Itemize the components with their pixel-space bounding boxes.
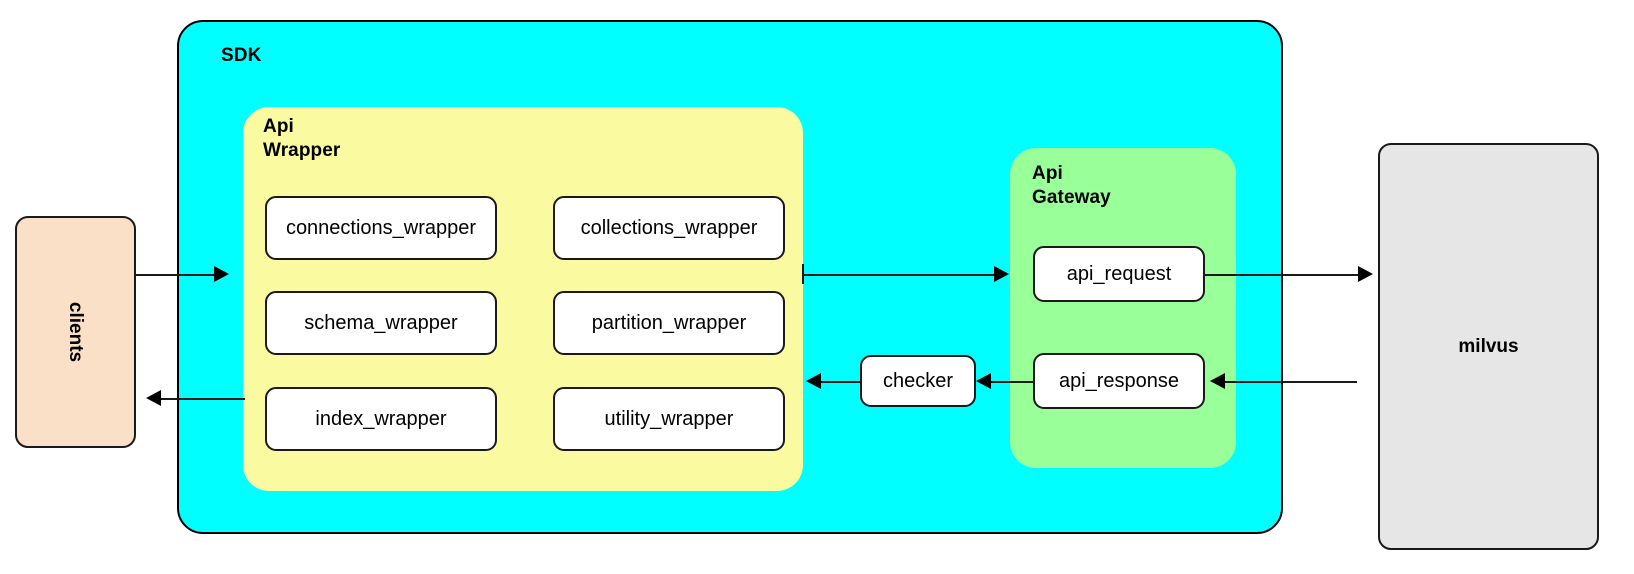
connector-milvus-to-api-response: [1225, 381, 1357, 383]
arrowhead-checker-to-api-wrapper: [806, 373, 821, 389]
node-checker-label: checker: [882, 370, 954, 392]
node-utility-wrapper-label: utility_wrapper: [604, 408, 734, 430]
connector-api-wrapper-to-api-gateway: [803, 274, 996, 276]
connector-api-response-to-checker: [991, 381, 1033, 383]
node-clients-label: clients: [65, 301, 87, 363]
node-api-request-label: api_request: [1066, 263, 1172, 285]
node-clients[interactable]: clients: [15, 216, 136, 448]
node-connections-wrapper-label: connections_wrapper: [285, 217, 477, 239]
connector-checker-to-api-wrapper: [821, 381, 860, 383]
arrowhead-api-response-to-checker: [976, 373, 991, 389]
node-schema-wrapper-label: schema_wrapper: [304, 312, 458, 334]
node-milvus[interactable]: milvus: [1378, 143, 1599, 550]
container-api-gateway-label: Api Gateway: [1032, 163, 1111, 208]
arrowhead-milvus-to-api-response: [1210, 373, 1225, 389]
node-milvus-label: milvus: [1458, 335, 1519, 357]
node-index-wrapper-label: index_wrapper: [315, 408, 447, 430]
node-utility-wrapper[interactable]: utility_wrapper: [553, 387, 785, 451]
node-collections-wrapper-label: collections_wrapper: [580, 217, 758, 239]
arrowhead-api-wrapper-to-api-gateway: [994, 266, 1009, 282]
node-connections-wrapper[interactable]: connections_wrapper: [265, 196, 497, 260]
node-checker[interactable]: checker: [860, 355, 976, 407]
container-sdk-label: SDK: [221, 45, 262, 66]
container-api-gateway[interactable]: Api Gateway: [1010, 148, 1236, 468]
connector-api-wrapper-to-clients: [161, 398, 245, 400]
node-api-request[interactable]: api_request: [1033, 246, 1205, 302]
arrowhead-api-wrapper-to-clients: [146, 390, 161, 406]
connector-clients-to-api-wrapper: [136, 274, 216, 276]
container-api-wrapper-label: Api Wrapper: [263, 116, 341, 161]
node-partition-wrapper-label: partition_wrapper: [591, 312, 747, 334]
node-index-wrapper[interactable]: index_wrapper: [265, 387, 497, 451]
node-partition-wrapper[interactable]: partition_wrapper: [553, 291, 785, 355]
node-api-response[interactable]: api_response: [1033, 353, 1205, 409]
connector-stub-api-wrapper-right: [802, 264, 804, 284]
node-schema-wrapper[interactable]: schema_wrapper: [265, 291, 497, 355]
connector-api-request-to-milvus: [1205, 274, 1360, 276]
arrowhead-api-request-to-milvus: [1358, 266, 1373, 282]
node-api-response-label: api_response: [1058, 370, 1180, 392]
node-collections-wrapper[interactable]: collections_wrapper: [553, 196, 785, 260]
arrowhead-clients-to-api-wrapper: [214, 266, 229, 282]
